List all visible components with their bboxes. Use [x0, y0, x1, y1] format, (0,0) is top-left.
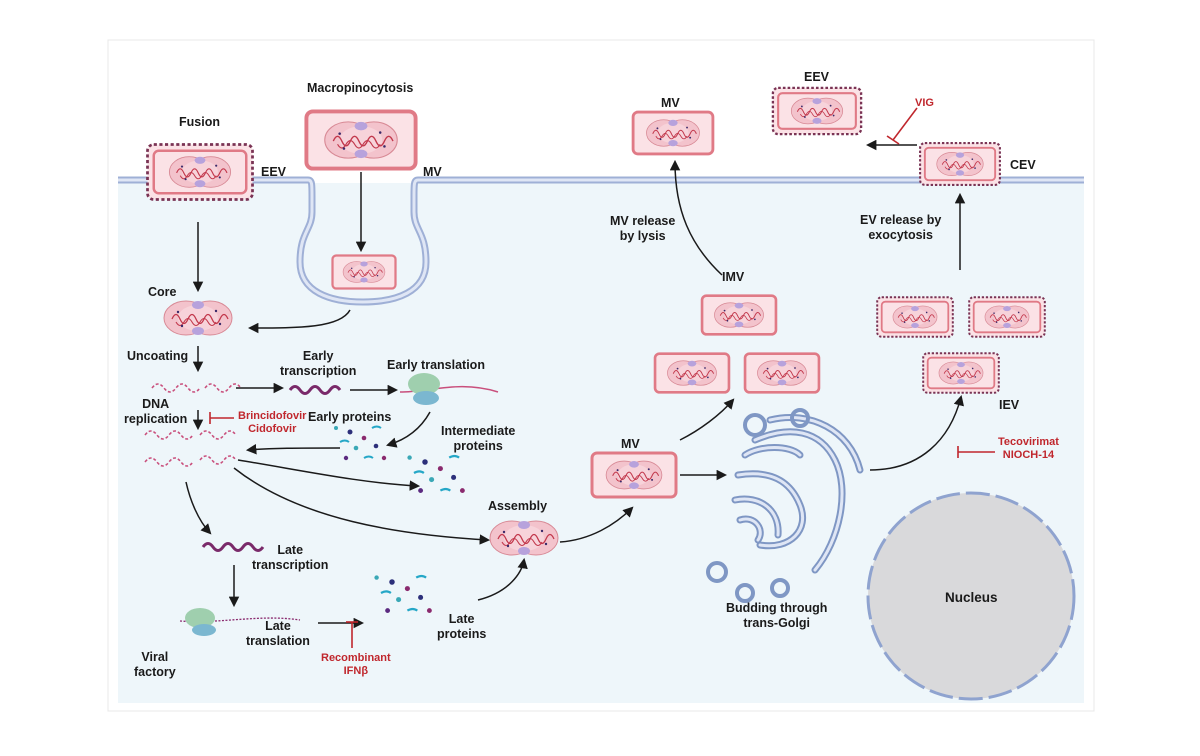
label-fusion: Fusion [179, 115, 220, 129]
core-particle [163, 300, 233, 336]
label-dna-replication: DNA replication [124, 397, 188, 426]
label-mv-center: MV [621, 437, 640, 451]
early-mrna [288, 385, 342, 395]
label-early-translation: Early translation [387, 358, 485, 372]
iev-virion [923, 353, 999, 393]
label-eev-left: EEV [261, 165, 287, 179]
dna-strands [144, 383, 242, 467]
assembly-particle [489, 520, 559, 556]
label-ev-release: EV release by exocytosis [860, 213, 942, 242]
label-mv-left: MV [423, 165, 442, 179]
label-mv-top: MV [661, 96, 680, 110]
label-early-proteins: Early proteins [308, 410, 392, 424]
inhibitor-vig: VIG [915, 97, 934, 109]
label-late-translation: Late translation [246, 619, 310, 648]
inhibitor-symbols [209, 107, 995, 648]
ribosome-large [408, 373, 440, 395]
mv-released-virion [633, 112, 713, 154]
golgi-vesicle [706, 561, 728, 583]
nucleus [866, 491, 1076, 701]
label-uncoating: Uncoating [127, 349, 189, 363]
ribosome-late-small [192, 624, 216, 636]
cev-virion [920, 143, 1000, 185]
imv-virion-left [655, 354, 729, 393]
imv-virion-right [745, 354, 819, 393]
label-iev: IEV [999, 398, 1020, 412]
ev-virion-left [877, 297, 953, 337]
label-intermediate-proteins: Intermediate proteins [441, 424, 516, 453]
mv-center-virion [592, 453, 676, 497]
eev-fusion-virion [148, 145, 253, 200]
label-macropinocytosis: Macropinocytosis [307, 81, 414, 95]
pathway-arrows [185, 139, 966, 629]
mv-macropinocytosis-virion [306, 111, 415, 168]
late-translation-strand [179, 617, 301, 623]
label-cev: CEV [1010, 158, 1036, 172]
label-budding: Budding through trans-Golgi [726, 601, 828, 630]
label-imv: IMV [722, 270, 745, 284]
label-early-transcription: Early transcription [280, 349, 357, 378]
label-core: Core [148, 285, 177, 299]
inhibitor-ifn: Recombinant IFNβ [321, 652, 391, 677]
ev-virion-right [969, 297, 1045, 337]
ribosome-small [413, 391, 439, 405]
imv-virion-top [702, 296, 776, 335]
label-viral-factory: Viral factory [134, 650, 176, 679]
label-mv-release: MV release by lysis [610, 214, 676, 243]
label-late-transcription: Late transcription [252, 543, 329, 572]
endosome-virion [333, 256, 396, 289]
early-translation-strand [399, 385, 499, 393]
label-late-proteins: Late proteins [437, 612, 487, 641]
inhibitor-tecovirimat: Tecovirimat NIOCH-14 [998, 436, 1059, 461]
inhibitor-brincidofovir: Brincidofovir Cidofovir [238, 410, 307, 435]
label-eev-top: EEV [804, 70, 830, 84]
ribosome-late-large [185, 608, 215, 628]
label-assembly: Assembly [488, 499, 548, 513]
eev-released-virion [773, 88, 861, 134]
late-mrna [201, 542, 265, 552]
label-nucleus: Nucleus [945, 590, 998, 605]
